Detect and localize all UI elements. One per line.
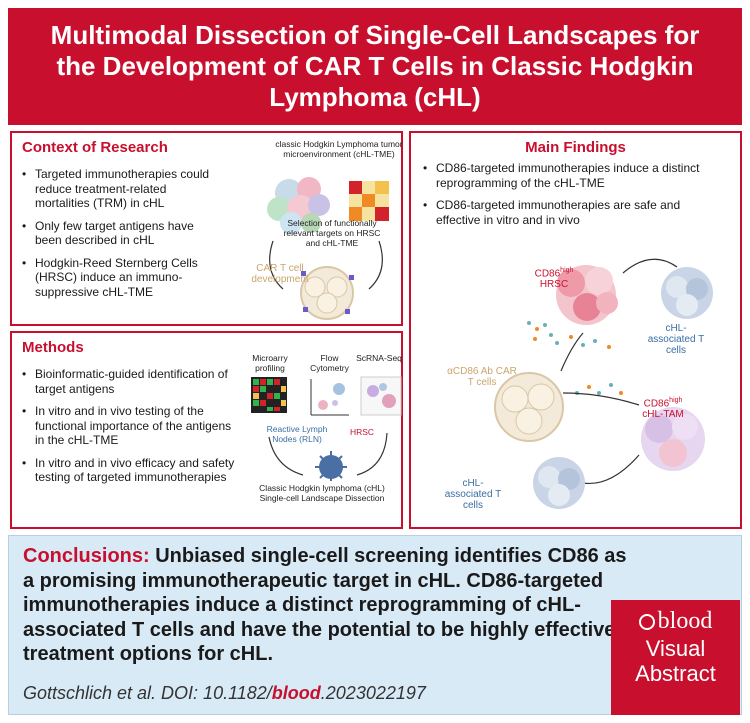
scrna-label: ScRNA-Seq [356,353,402,363]
list-item: Bioinformatic-guided identification of t… [22,367,237,396]
hrsc-cell-icon [556,265,618,325]
car-t-cell-icon [494,372,564,442]
heatmap-icon [349,181,389,221]
car-t-cell-icon [300,266,354,320]
visual-abstract-badge: blood Visual Abstract [611,600,740,715]
methods-panel: Methods Bioinformatic-guided identificat… [10,331,403,529]
badge-line-2: Abstract [635,661,716,686]
context-panel: Context of Research Targeted immunothera… [10,131,403,326]
selection-label: Selection of functionally relevant targe… [283,218,381,248]
microarray-icon [251,377,287,413]
t-cell-bottom-icon [533,457,585,509]
conclusion-label: Conclusions: [23,545,150,567]
findings-heading: Main Findings [525,139,626,156]
list-item: CD86-targeted immunotherapies are safe a… [423,198,723,227]
rln-label: Reactive Lymph Nodes (RLN) [266,424,328,444]
findings-illustration [494,258,713,509]
list-item: In vitro and in vivo efficacy and safety… [22,456,237,485]
context-illustration [267,177,389,320]
title-banner: Multimodal Dissection of Single-Cell Lan… [8,8,742,125]
microarray-label: Microarry profiling [252,353,288,373]
page-title: Multimodal Dissection of Single-Cell Lan… [50,20,700,112]
journal-logo: blood [611,608,740,635]
t-cell-top-icon [661,267,713,319]
tcells-bottom-label: cHL-associated T cells [444,478,502,511]
methods-list: Bioinformatic-guided identification of t… [22,367,237,493]
landscape-label: Classic Hodgkin lymphoma (cHL) Single-ce… [259,483,385,503]
context-list: Targeted immunotherapies could reduce tr… [22,167,217,307]
hrsc-label: HRSC [349,427,375,437]
badge-line-1: Visual [645,636,706,661]
findings-list: CD86-targeted immunotherapies induce a d… [423,161,723,235]
findings-panel: Main Findings CD86-targeted immunotherap… [409,131,742,529]
tme-label: classic Hodgkin Lymphoma tumor microenvi… [275,139,403,159]
flow-cytometry-icon [310,379,349,416]
tam-cell-icon [641,407,705,471]
conclusion-text: Conclusions: Unbiased single-cell screen… [23,544,633,667]
tme-cluster [267,177,330,234]
hodgkin-cell-icon [315,451,347,481]
list-item: CD86-targeted immunotherapies induce a d… [423,161,723,190]
methods-heading: Methods [22,339,84,356]
car-development-label: CAR T cell development [251,263,309,285]
conclusion-body: Unbiased single-cell screening identifie… [23,545,627,665]
list-item: Hodgkin-Reed Sternberg Cells (HRSC) indu… [22,256,217,300]
list-item: In vitro and in vivo testing of the func… [22,404,237,448]
blood-drop-icon [638,614,655,631]
flow-label: Flow Cytometry [310,353,349,373]
tcells-top-label: cHL-associated T cells [647,323,705,356]
methods-illustration [251,376,402,481]
scrna-seq-icon [360,376,402,416]
car-label: αCD86 Ab CAR T cells [447,366,517,388]
citation: Gottschlich et al. DOI: 10.1182/blood.20… [23,683,426,703]
list-item: Targeted immunotherapies could reduce tr… [22,167,217,211]
context-heading: Context of Research [22,139,168,156]
list-item: Only few target antigens have been descr… [22,219,217,248]
